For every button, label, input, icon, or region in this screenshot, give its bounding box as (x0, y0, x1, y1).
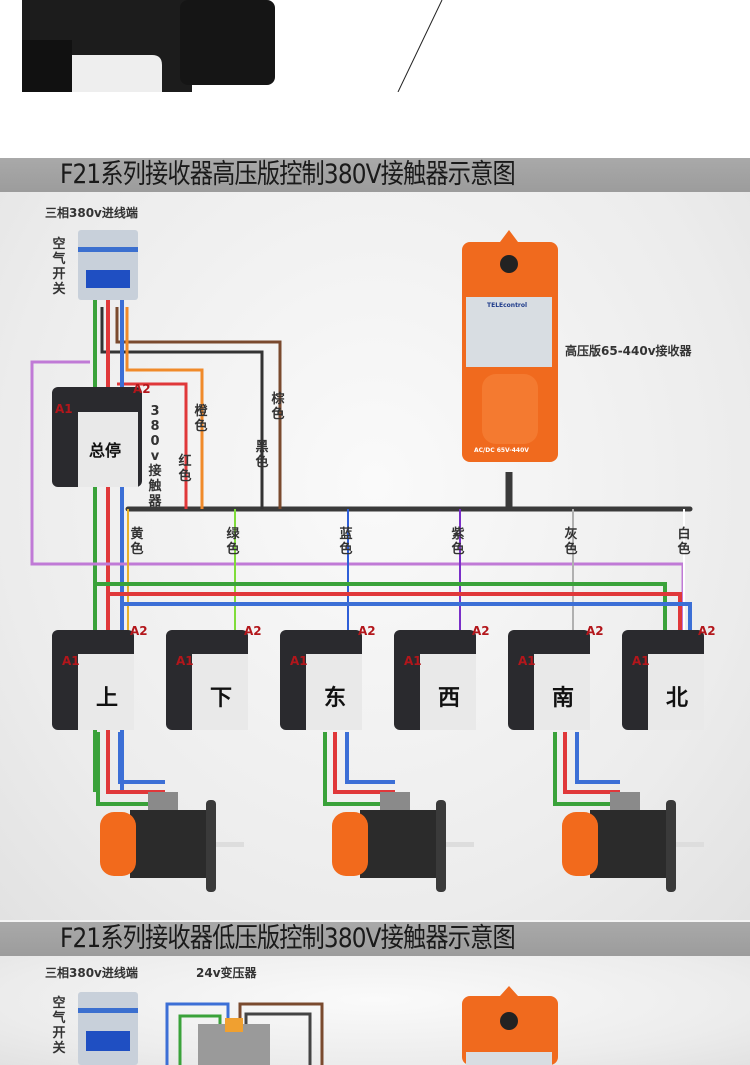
contactor-north: 北 (665, 686, 688, 711)
a1-label: A1 (404, 654, 422, 668)
main-contactor-name: 总停 (88, 441, 121, 460)
coil-a1-label: A1 (55, 402, 73, 416)
bus-label-white: 白色 (677, 527, 691, 557)
a1-label: A1 (62, 654, 80, 668)
contactor-380v-label: 380v接触器 (148, 404, 162, 509)
a1-label: A1 (518, 654, 536, 668)
transformer-label: 24v变压器 (196, 966, 257, 980)
spacer (0, 92, 750, 158)
a2-label: A2 (472, 624, 490, 638)
a1-label: A1 (290, 654, 308, 668)
wiring-diagram-low (78, 986, 558, 1065)
contactor-up: 上 (95, 686, 118, 711)
diagram-high-voltage: 三相380v进线端 空气开关 380v接触器 总停 A1 A2 高压版65-44… (0, 192, 750, 920)
coil-a2-label: A2 (133, 382, 151, 396)
breaker-label: 空气开关 (52, 237, 66, 297)
a2-label: A2 (244, 624, 262, 638)
receiver-label: 高压版65-440v接收器 (565, 344, 692, 358)
wire-label-orange: 橙色 (194, 404, 208, 434)
wiring-diagram-high (30, 230, 704, 892)
top-product-photo (0, 0, 750, 92)
bus-label-yellow: 黄色 (130, 527, 144, 557)
a1-label: A1 (632, 654, 650, 668)
wire-label-black: 黑色 (255, 440, 269, 470)
a1-label: A1 (176, 654, 194, 668)
low-input-label: 三相380v进线端 (45, 966, 138, 980)
motors (100, 792, 704, 892)
contactor-south: 南 (551, 686, 574, 711)
air-breaker (78, 230, 138, 300)
bus-label-purple: 紫色 (451, 527, 465, 557)
receiver-brand: TELEcontrol (487, 302, 528, 309)
main-contactor (52, 387, 142, 487)
section-title-low: F21系列接收器低压版控制380V接触器示意图 (0, 922, 750, 956)
a2-label: A2 (586, 624, 604, 638)
section-title-low-text: F21系列接收器低压版控制380V接触器示意图 (60, 923, 516, 954)
a2-label: A2 (698, 624, 716, 638)
a2-label: A2 (358, 624, 376, 638)
contactor-east: 东 (323, 686, 346, 711)
receiver-voltage-plate: AC/DC 65V-440V (474, 447, 529, 454)
low-breaker-label: 空气开关 (52, 996, 66, 1056)
contactor-down: 下 (209, 686, 232, 711)
diagram-low-voltage: 三相380v进线端 24v变压器 空气开关 (0, 956, 750, 1065)
section-title-high-text: F21系列接收器高压版控制380V接触器示意图 (60, 159, 516, 190)
bus-label-green: 绿色 (226, 527, 240, 557)
a2-label: A2 (130, 624, 148, 638)
wire-label-red: 红色 (178, 454, 192, 484)
section-title-high: F21系列接收器高压版控制380V接触器示意图 (0, 158, 750, 192)
input-label: 三相380v进线端 (45, 206, 138, 220)
bus-label-blue: 蓝色 (339, 527, 353, 557)
product-photo-graphic (22, 0, 443, 92)
wire-label-brown: 棕色 (271, 392, 285, 422)
bus-label-gray: 灰色 (564, 527, 578, 557)
receiver-unit (462, 230, 558, 462)
contactor-west: 西 (437, 686, 460, 711)
